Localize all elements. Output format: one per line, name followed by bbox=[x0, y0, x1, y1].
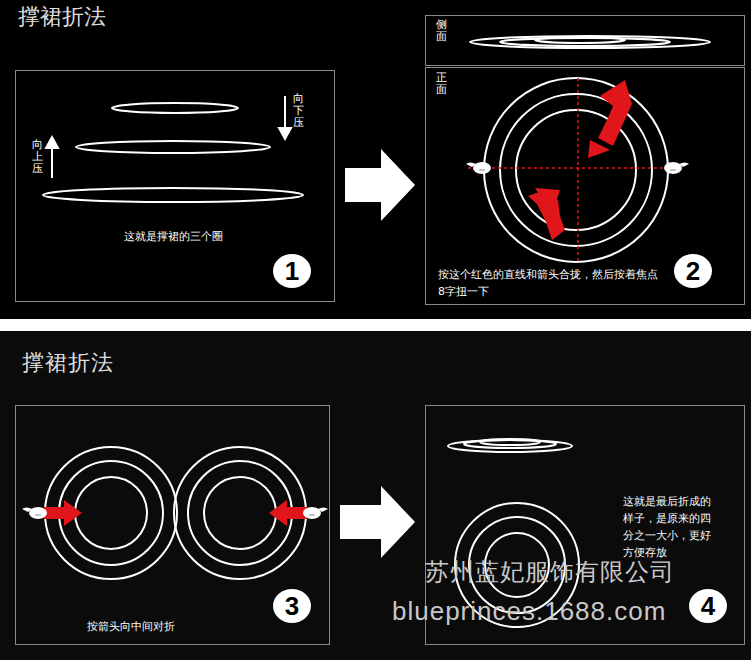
red-arrow bbox=[44, 80, 632, 526]
callout-number: 2 bbox=[674, 254, 712, 288]
callout-number: 1 bbox=[273, 254, 311, 288]
watermark: blueprinces.1688.com bbox=[392, 596, 666, 627]
block-arrow bbox=[345, 149, 415, 221]
hoop-rings bbox=[43, 36, 710, 627]
callout-number: 3 bbox=[273, 593, 311, 619]
view-label: 正面 bbox=[436, 72, 447, 96]
section-title: 撑裙折法 bbox=[22, 348, 114, 378]
callout-number: 1 bbox=[273, 258, 311, 284]
callout-number: 4 bbox=[689, 593, 727, 619]
press-label: 向下压 bbox=[293, 93, 304, 129]
caption: 按这个红色的直线和箭头合拢，然后按着焦点8字扭一下 bbox=[438, 266, 658, 300]
press-arrow bbox=[46, 96, 291, 178]
callout-number: 2 bbox=[674, 258, 712, 284]
caption: 这就是撑裙的三个圈 bbox=[16, 228, 331, 245]
section-title: 撑裙折法 bbox=[18, 2, 106, 32]
red-guide-line bbox=[468, 78, 684, 262]
callout-number: 4 bbox=[689, 589, 727, 623]
block-arrow bbox=[340, 486, 415, 558]
callout-number: 3 bbox=[273, 589, 311, 623]
step-panel: 向下压向上压这就是撑裙的三个圈 1 bbox=[15, 70, 335, 302]
caption: 按箭头向中间对折 bbox=[16, 618, 246, 635]
view-label: 侧面 bbox=[436, 19, 447, 43]
watermark: 苏州蓝妃服饰有限公司 bbox=[425, 556, 675, 588]
step-panel: 按箭头向中间对折 3 bbox=[15, 405, 330, 645]
separator-band bbox=[0, 319, 751, 331]
view-box: 侧面 bbox=[425, 15, 745, 66]
caption: 这就是最后折成的样子，是原来的四分之一大小，更好方便存放 bbox=[623, 493, 721, 561]
press-label: 向上压 bbox=[32, 139, 43, 175]
view-box: 正面按这个红色的直线和箭头合拢，然后按着焦点8字扭一下 2 bbox=[425, 67, 745, 305]
